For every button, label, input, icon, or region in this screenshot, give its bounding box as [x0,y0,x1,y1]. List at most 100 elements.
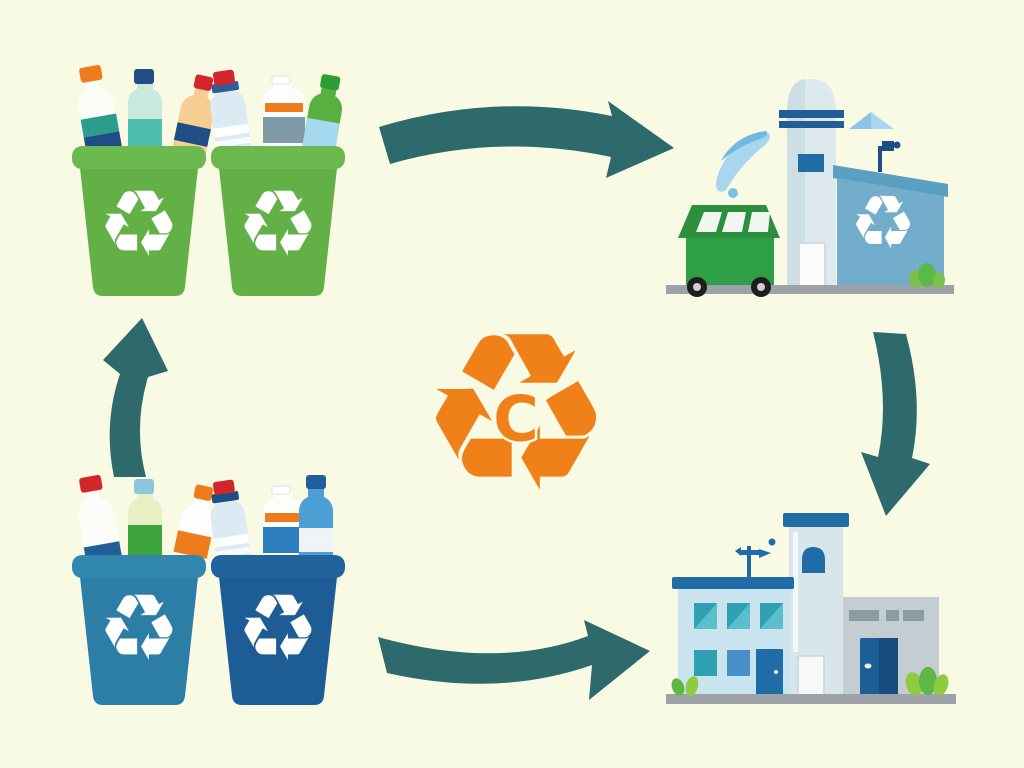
window-glare [694,603,717,629]
bottle-label [80,113,120,138]
antenna-vane [735,547,741,556]
bottle-label [299,528,333,552]
recycling-bin-navy: ♻ [211,555,345,705]
bottle-label [215,136,251,148]
flag-dot [893,141,901,149]
tower-shade [787,79,805,286]
bottle-cap [134,479,154,494]
center-recycle-symbol: ♻ C [417,285,614,541]
bottle [263,485,305,573]
factory-building: ♻ [833,141,948,286]
tower-door [797,655,825,697]
bottle-label [173,530,212,559]
bottle-label [213,123,250,138]
warehouse-window [849,610,879,621]
plant-leaf [905,672,923,696]
plant-leaf [933,674,949,696]
flag-pole [878,146,882,172]
bottle-label [302,117,340,153]
flow-arrow-top-icon [379,101,674,178]
recycle-symbol-icon: ♻ [98,171,180,278]
flow-arrow-right-icon [861,332,930,516]
recycle-symbol-icon: ♻ [237,171,319,278]
swoosh-dark [721,131,768,161]
tower-door [798,242,826,288]
recycling-bin-green: ♻ [72,146,206,296]
window-glare [760,603,783,629]
plant-leaf [685,676,699,696]
silo-tower [779,79,844,288]
roof-triangle-shade [849,112,871,129]
recycle-arrows-icon: ♻ [417,285,614,541]
bottle-label [128,525,162,559]
wheel-hub [757,283,765,291]
wheel-hub [693,283,701,291]
door-handle [774,670,778,674]
lid-window [722,212,746,232]
office-building [672,538,794,696]
tower-stripe [779,110,844,118]
flow-arrow-bottom-icon [378,620,650,700]
bottle [128,479,162,573]
recycle-symbol-icon: ♻ [98,575,180,682]
antenna-vane [759,549,771,558]
factory-wall [837,178,944,286]
bottle [210,69,254,166]
bottle-cap [212,479,235,495]
office-door [756,649,783,695]
bottle-cap [79,65,103,83]
bottle-label [263,117,305,143]
bottle-cap [212,69,235,86]
plant-tower [783,513,849,697]
stage-recycling-facility: ♻ [666,79,954,297]
tower-highlight [793,532,798,652]
stage-processing-plant [666,513,956,704]
ground-line [666,694,956,704]
plant-leaf [919,667,937,695]
bush-leaf [918,263,936,287]
bottle [263,75,305,163]
bottle-cap [134,69,154,84]
bin-lid [72,146,206,169]
bottle-cap [193,74,214,91]
bottle [78,65,125,169]
bottle-label [215,546,251,558]
bottle-cap [306,475,326,489]
bin-body [219,168,337,296]
plant-icon [905,667,949,696]
stage-collection-green-bins: ♻ ♻ [72,65,345,296]
tower-cap [783,513,849,527]
bottle [128,69,162,163]
droplet-icon [728,188,738,198]
office-window [694,650,717,676]
plant-leaf [671,678,685,696]
bin-lid [72,555,206,578]
window-glare [727,603,750,629]
recycle-symbol-icon: ♻ [237,575,319,682]
bin-lid [211,146,345,169]
flow-arrow-left-icon [103,318,168,477]
bottle-cap [193,484,214,501]
antenna-pole [747,546,751,580]
warehouse-window [903,610,924,621]
recycling-bin-green: ♻ [211,146,345,296]
warehouse-door-shade [879,638,898,696]
dumpster-icon [678,205,780,286]
tower-stripe [779,121,844,128]
antenna-bar [741,550,759,555]
office-roof-cap [672,577,794,589]
bottle-label [128,119,162,151]
bottle-label [263,527,305,553]
plant-icon [671,676,699,696]
bottle-band [265,513,303,522]
office-window [727,650,750,676]
bin-body [80,577,198,705]
factory-roof [833,165,948,197]
bin-lid [211,555,345,578]
stage-collection-blue-bins: ♻ ♻ [72,475,345,705]
bottle-cap [79,475,103,493]
bin-body [80,168,198,296]
door-handle [864,663,872,669]
